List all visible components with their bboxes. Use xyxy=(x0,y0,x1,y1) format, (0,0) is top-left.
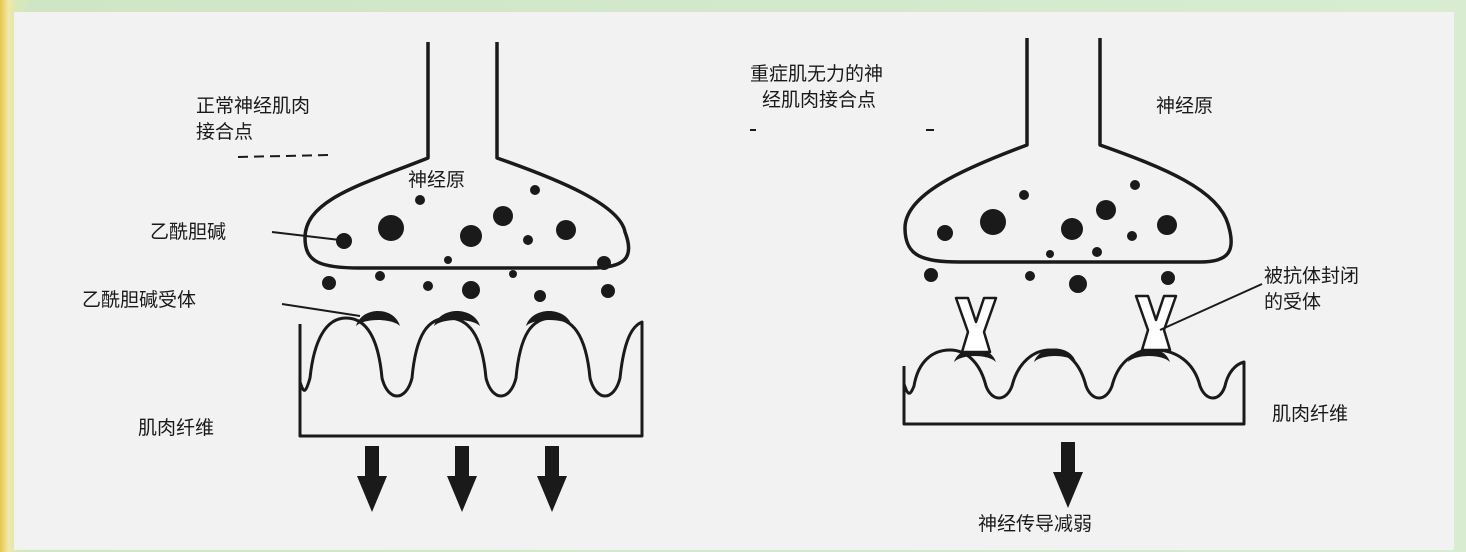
signal-arrow xyxy=(447,446,477,512)
blocked-receptor-label: 的受体 xyxy=(1264,291,1321,313)
weak-signal-arrow xyxy=(1053,442,1083,508)
blocked-receptor-label: 被抗体封闭 xyxy=(1264,265,1359,287)
receptor-label: 乙酰胆碱受体 xyxy=(82,289,196,311)
right-title: 重症肌无力的神 xyxy=(750,63,883,85)
right-muscle-label: 肌肉纤维 xyxy=(1272,403,1348,425)
right-title: 经肌肉接合点 xyxy=(762,89,876,111)
weak-signal-label: 神经传导减弱 xyxy=(978,513,1092,535)
right-vesicles xyxy=(937,180,1177,258)
left-neuron-label: 神经原 xyxy=(408,169,465,191)
ach-label: 乙酰胆碱 xyxy=(150,221,226,243)
right-muscle-fiber xyxy=(902,348,1246,426)
left-title: 正常神经肌肉 xyxy=(196,95,310,117)
left-neuron-terminal xyxy=(303,42,631,270)
blocked-leader-line xyxy=(1159,283,1263,331)
left-muscle-fiber xyxy=(298,316,644,438)
left-vesicles xyxy=(336,185,576,264)
left-released-ach xyxy=(322,256,615,302)
right-released-ach xyxy=(924,268,1175,293)
left-title-rule xyxy=(237,154,331,158)
signal-arrow xyxy=(357,446,387,512)
left-muscle-label: 肌肉纤维 xyxy=(138,417,214,439)
antibody-icon xyxy=(954,296,998,354)
right-neuron-terminal xyxy=(903,38,1233,264)
signal-arrow xyxy=(537,446,567,512)
antibody-icon xyxy=(1134,294,1178,352)
mg-junction: 重症肌无力的神 经肌肉接合点 神经原 被抗体封闭 的受体 肌肉纤维 神经传导减弱 xyxy=(750,38,1359,535)
diagram-panel xyxy=(14,12,1454,550)
right-neuron-label: 神经原 xyxy=(1156,95,1213,117)
left-receptors xyxy=(356,311,572,326)
receptor-leader-line xyxy=(281,303,361,317)
left-title: 接合点 xyxy=(196,121,253,143)
normal-junction: 正常神经肌肉 接合点 神经原 乙酰胆碱 乙酰胆碱受体 肌肉纤维 xyxy=(82,42,644,512)
ach-leader-line xyxy=(271,231,341,241)
